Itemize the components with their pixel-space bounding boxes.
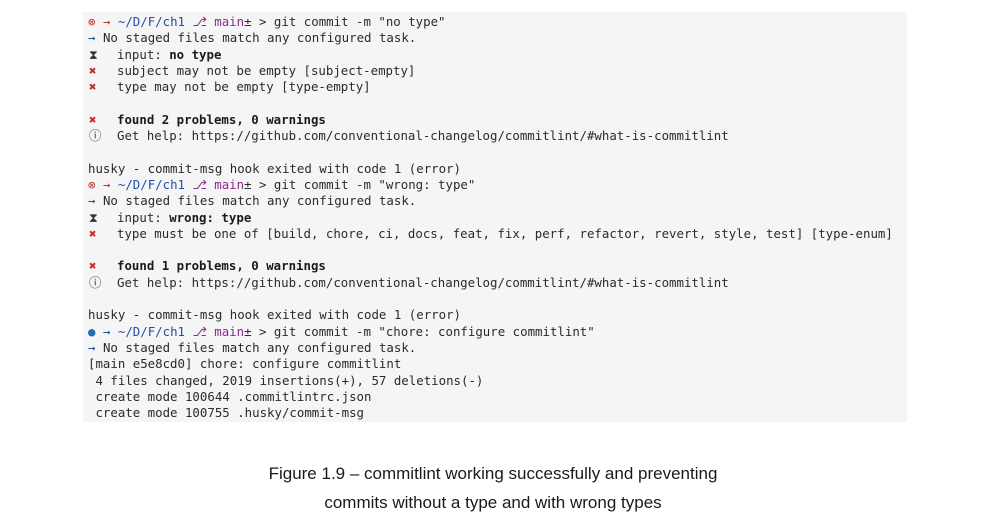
output-line: → No staged files match any configured t…: [83, 340, 907, 356]
terminal-output[interactable]: ⊗ → ~/D/F/ch1 ⎇ main± > git commit -m "n…: [83, 12, 907, 422]
output-line: husky - commit-msg hook exited with code…: [83, 161, 907, 177]
error-status-icon: ⊗: [88, 176, 96, 192]
git-branch-name: main: [214, 323, 245, 339]
command-text: > git commit -m "wrong: type": [259, 176, 476, 192]
git-branch-name: main: [214, 14, 245, 29]
lint-summary: found 2 problems, 0 warnings: [117, 111, 326, 127]
info-icon: ⓘ: [89, 274, 102, 290]
blank-line: [83, 95, 907, 111]
git-branch-name: main: [214, 176, 245, 192]
prompt-arrow-icon: →: [102, 323, 111, 339]
cross-icon: ✖: [89, 111, 97, 127]
git-dirty-flag: ±: [244, 323, 252, 339]
success-status-icon: ●: [88, 323, 96, 339]
output-line: husky - commit-msg hook exited with code…: [83, 307, 907, 323]
prompt-line: ⊗ → ~/D/F/ch1 ⎇ main± > git commit -m "n…: [83, 14, 907, 30]
arrow-icon: →: [88, 339, 96, 355]
commit-result: [main e5e8cd0] chore: configure commitli…: [88, 356, 402, 372]
figure-caption-line2: commits without a type and with wrong ty…: [324, 493, 662, 512]
output-line: → No staged files match any configured t…: [83, 30, 907, 46]
create-mode-line: create mode 100644 .commitlintrc.json: [88, 388, 372, 404]
output-line: ✖ type may not be empty [type-empty]: [83, 79, 907, 95]
hourglass-icon: ⧗: [89, 46, 98, 62]
cross-icon: ✖: [89, 258, 97, 274]
git-branch-icon: ⎇: [192, 14, 207, 29]
git-dirty-flag: ±: [244, 14, 252, 29]
prompt-arrow-icon: →: [102, 176, 111, 192]
git-dirty-flag: ±: [244, 176, 252, 192]
current-directory: ~/D/F/ch1: [117, 14, 186, 29]
prompt-line: ● → ~/D/F/ch1 ⎇ main± > git commit -m "c…: [83, 324, 907, 340]
arrow-icon: →: [88, 30, 96, 46]
lint-error: subject may not be empty [subject-empty]: [117, 62, 416, 78]
command-text: > git commit -m "chore: configure commit…: [259, 323, 595, 339]
help-link[interactable]: Get help: https://github.com/conventiona…: [117, 274, 729, 290]
husky-message: husky - commit-msg hook exited with code…: [88, 160, 461, 176]
input-label: input:: [117, 46, 170, 62]
error-status-icon: ⊗: [88, 14, 96, 29]
input-label: input:: [117, 209, 170, 225]
output-line: create mode 100644 .commitlintrc.json: [83, 389, 907, 405]
help-link[interactable]: Get help: https://github.com/conventiona…: [117, 128, 729, 144]
cross-icon: ✖: [89, 79, 97, 95]
output-line: → No staged files match any configured t…: [83, 193, 907, 209]
arrow-icon: →: [88, 193, 96, 209]
cross-icon: ✖: [89, 62, 97, 78]
husky-message: husky - commit-msg hook exited with code…: [88, 307, 461, 323]
output-line: ✖ type must be one of [build, chore, ci, …: [83, 226, 907, 242]
lint-error: type must be one of [build, chore, ci, d…: [117, 225, 893, 241]
git-branch-icon: ⎇: [192, 176, 207, 192]
blank-line: [83, 291, 907, 307]
info-icon: ⓘ: [89, 128, 102, 144]
blank-line: [83, 242, 907, 258]
output-line: ⧗ input: wrong: type: [83, 210, 907, 226]
lint-error: type may not be empty [type-empty]: [117, 79, 371, 95]
figure-caption-line1: Figure 1.9 – commitlint working successf…: [268, 464, 718, 483]
hourglass-icon: ⧗: [89, 209, 98, 225]
lint-staged-message: No staged files match any configured tas…: [102, 30, 417, 46]
command-text: > git commit -m "no type": [259, 14, 446, 29]
cross-icon: ✖: [89, 225, 97, 241]
output-line: [main e5e8cd0] chore: configure commitli…: [83, 356, 907, 372]
output-line: ⧗ input: no type: [83, 47, 907, 63]
blank-line: [83, 144, 907, 160]
output-line: ✖ found 2 problems, 0 warnings: [83, 112, 907, 128]
current-directory: ~/D/F/ch1: [117, 323, 186, 339]
input-value: wrong: type: [169, 209, 252, 225]
lint-staged-message: No staged files match any configured tas…: [102, 193, 417, 209]
lint-staged-message: No staged files match any configured tas…: [102, 339, 417, 355]
prompt-arrow-icon: →: [102, 14, 111, 29]
commit-stats: 4 files changed, 2019 insertions(+), 57 …: [88, 372, 484, 388]
output-line: ⓘ Get help: https://github.com/convention…: [83, 275, 907, 291]
prompt-line: ⊗ → ~/D/F/ch1 ⎇ main± > git commit -m "w…: [83, 177, 907, 193]
output-line: create mode 100755 .husky/commit-msg: [83, 405, 907, 421]
git-branch-icon: ⎇: [192, 323, 207, 339]
lint-summary: found 1 problems, 0 warnings: [117, 258, 326, 274]
create-mode-line: create mode 100755 .husky/commit-msg: [88, 405, 365, 421]
input-value: no type: [169, 46, 222, 62]
output-line: ⓘ Get help: https://github.com/convention…: [83, 128, 907, 144]
output-line: ✖ subject may not be empty [subject-empty…: [83, 63, 907, 79]
output-line: 4 files changed, 2019 insertions(+), 57 …: [83, 373, 907, 389]
output-line: ✖ found 1 problems, 0 warnings: [83, 258, 907, 274]
current-directory: ~/D/F/ch1: [117, 176, 186, 192]
